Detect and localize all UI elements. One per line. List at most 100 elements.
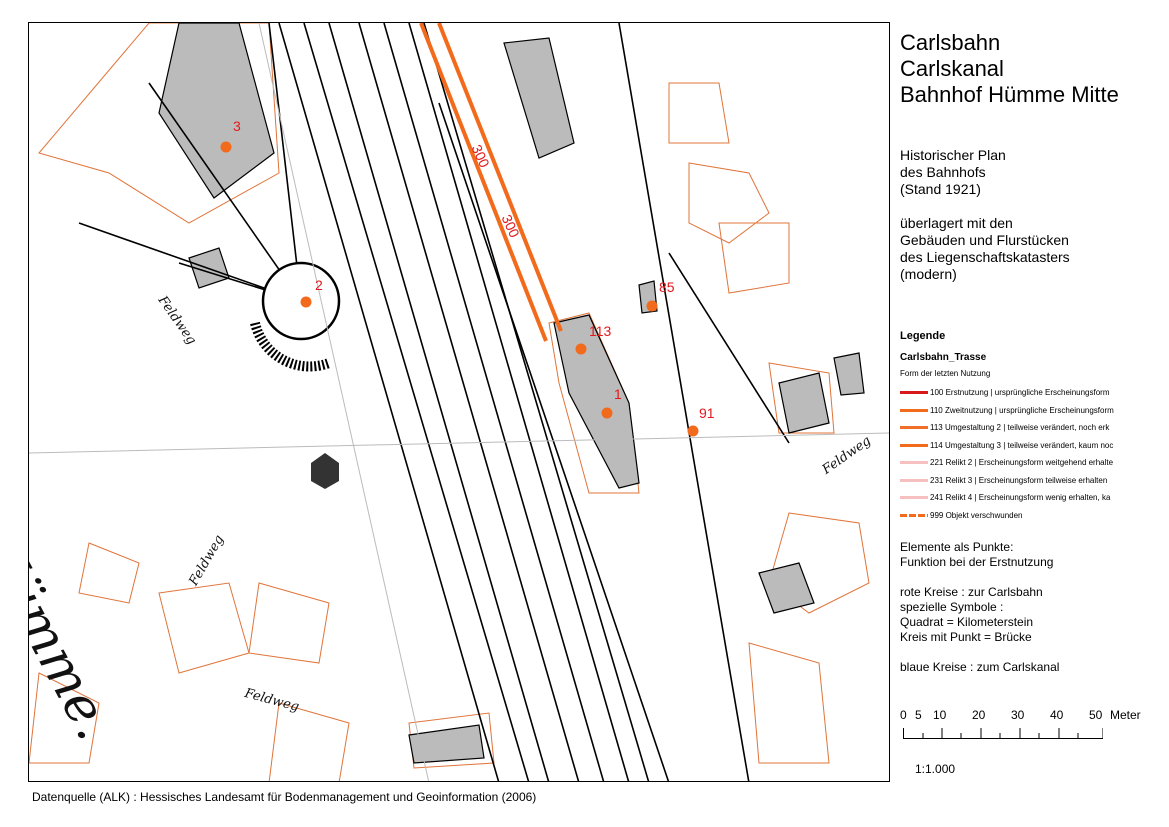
- legend-layer: Carlsbahn_Trasse: [900, 352, 987, 363]
- scale-unit: Meter: [1110, 708, 1141, 722]
- subtitle-line: (modern): [900, 266, 957, 282]
- turntable: [250, 261, 341, 372]
- scale-tick-label: 10: [933, 708, 947, 722]
- scale-tick-label: 40: [1050, 708, 1064, 722]
- parcel: [29, 672, 100, 764]
- note-line: blaue Kreise : zum Carlskanal: [900, 660, 1060, 674]
- legend-item: 113 Umgestaltung 2 | teilweise verändert…: [900, 423, 1155, 432]
- legend-label: 110 Zweitnutzung | ursprüngliche Erschei…: [930, 405, 1114, 415]
- legend-swatch: [900, 408, 928, 412]
- map-view[interactable]: 3 2 113 1 85 91 300 300 Hümme. Feldweg F…: [28, 22, 890, 782]
- note-line: rote Kreise : zur Carlsbahn: [900, 585, 1043, 599]
- legend-swatch: [900, 478, 928, 482]
- legend-item: 114 Umgestaltung 3 | teilweise verändert…: [900, 441, 1155, 450]
- building: [758, 562, 815, 614]
- legend-swatch: [900, 443, 928, 447]
- map-canvas: [29, 23, 889, 781]
- parcel: [748, 642, 830, 764]
- scale-bar-graphic: [903, 728, 1103, 739]
- legend-label: 100 Erstnutzung | ursprüngliche Erschein…: [930, 388, 1110, 397]
- building: [553, 314, 640, 489]
- parcel: [548, 312, 640, 494]
- subtitle-line: des Liegenschaftskatasters: [900, 249, 1070, 265]
- parcel: [768, 362, 835, 434]
- legend-item: 221 Relikt 2 | Erscheinungsform weitgehe…: [900, 458, 1155, 467]
- subtitle-line: überlagert mit den: [900, 215, 1013, 231]
- parcel: [668, 82, 730, 144]
- parcel: [268, 702, 350, 781]
- legend-field: Form der letzten Nutzung: [900, 369, 991, 378]
- parcel: [38, 23, 280, 224]
- legend-item: 999 Objekt verschwunden: [900, 511, 1155, 520]
- note-line: Quadrat = Kilometerstein: [900, 615, 1034, 629]
- parcel: [718, 222, 790, 294]
- data-source: Datenquelle (ALK) : Hessisches Landesamt…: [32, 790, 537, 804]
- legend-swatch: [900, 513, 928, 517]
- title-line: Bahnhof Hümme Mitte: [900, 82, 1119, 107]
- subtitle-line: Historischer Plan: [900, 147, 1006, 163]
- point-85: [646, 300, 658, 312]
- title-line: Carlskanal: [900, 56, 1004, 81]
- legend-label: 113 Umgestaltung 2 | teilweise verändert…: [930, 423, 1110, 432]
- scale-tick-label: 0: [900, 708, 907, 722]
- hatched-buildings: [158, 23, 865, 764]
- spacer: [900, 198, 1070, 215]
- legend-item: 110 Zweitnutzung | ursprüngliche Erschei…: [900, 406, 1155, 415]
- point-113: [575, 343, 587, 355]
- scale-ratio: 1:1.000: [915, 762, 956, 776]
- point-1: [601, 407, 613, 419]
- legend-item: 241 Relikt 4 | Erscheinungsform wenig er…: [900, 493, 1155, 502]
- legend-label: 999 Objekt verschwunden: [930, 510, 1023, 520]
- building: [158, 23, 275, 199]
- point-label: 91: [699, 405, 715, 421]
- legend-label: 231 Relikt 3 | Erscheinungsform teilweis…: [930, 475, 1108, 485]
- map-subtitle: Historischer Plan des Bahnhofs (Stand 19…: [900, 147, 1070, 283]
- building: [408, 724, 485, 764]
- legend-swatch: [900, 461, 928, 464]
- legend-swatch: [900, 496, 928, 499]
- octagon-structure: [311, 453, 339, 489]
- legend-item: 231 Relikt 3 | Erscheinungsform teilweis…: [900, 476, 1155, 485]
- point-label: 113: [589, 323, 612, 339]
- note-line: Kreis mit Punkt = Brücke: [900, 630, 1032, 644]
- point-label: 2: [315, 277, 323, 293]
- subtitle-line: Gebäuden und Flurstücken: [900, 232, 1069, 248]
- parcel-outlines: [29, 23, 870, 781]
- parcel-boundaries-grey: [29, 23, 889, 781]
- legend-swatch: [900, 391, 928, 394]
- note-line: Elemente als Punkte:: [900, 540, 1014, 554]
- subtitle-line: des Bahnhofs: [900, 164, 986, 180]
- parcel: [158, 582, 250, 674]
- points-note: Elemente als Punkte: Funktion bei der Er…: [900, 540, 1059, 675]
- scale-tick-label: 5: [915, 708, 922, 722]
- scale-tick-label: 50: [1089, 708, 1103, 722]
- scale-tick-label: 30: [1011, 708, 1025, 722]
- point-2: [300, 296, 312, 308]
- legend-label: 114 Umgestaltung 3 | teilweise verändert…: [930, 440, 1114, 450]
- building: [778, 372, 830, 434]
- legend-label: 221 Relikt 2 | Erscheinungsform weitgehe…: [930, 458, 1114, 467]
- legend-heading: Legende: [900, 330, 946, 342]
- note-line: Funktion bei der Erstnutzung: [900, 555, 1054, 569]
- railway-tracks: [78, 23, 790, 781]
- map-title: Carlsbahn Carlskanal Bahnhof Hümme Mitte: [900, 30, 1119, 108]
- title-line: Carlsbahn: [900, 30, 1001, 55]
- point-label: 1: [614, 386, 622, 402]
- spacer: [900, 570, 1059, 585]
- legend-item: 100 Erstnutzung | ursprüngliche Erschein…: [900, 388, 1155, 397]
- point-91: [687, 425, 699, 437]
- points-of-interest: [220, 141, 699, 437]
- point-label: 3: [233, 118, 241, 134]
- parcel: [248, 582, 330, 664]
- building: [503, 37, 575, 159]
- legend-label: 241 Relikt 4 | Erscheinungsform wenig er…: [930, 493, 1111, 502]
- legend-swatch: [900, 426, 928, 429]
- point-label: 85: [659, 279, 675, 295]
- point-3: [220, 141, 232, 153]
- carlsbahn-route: [419, 23, 563, 342]
- parcel: [78, 542, 140, 604]
- note-line: spezielle Symbole :: [900, 600, 1004, 614]
- parcel: [688, 162, 770, 244]
- spacer: [900, 645, 1059, 660]
- building: [833, 352, 865, 396]
